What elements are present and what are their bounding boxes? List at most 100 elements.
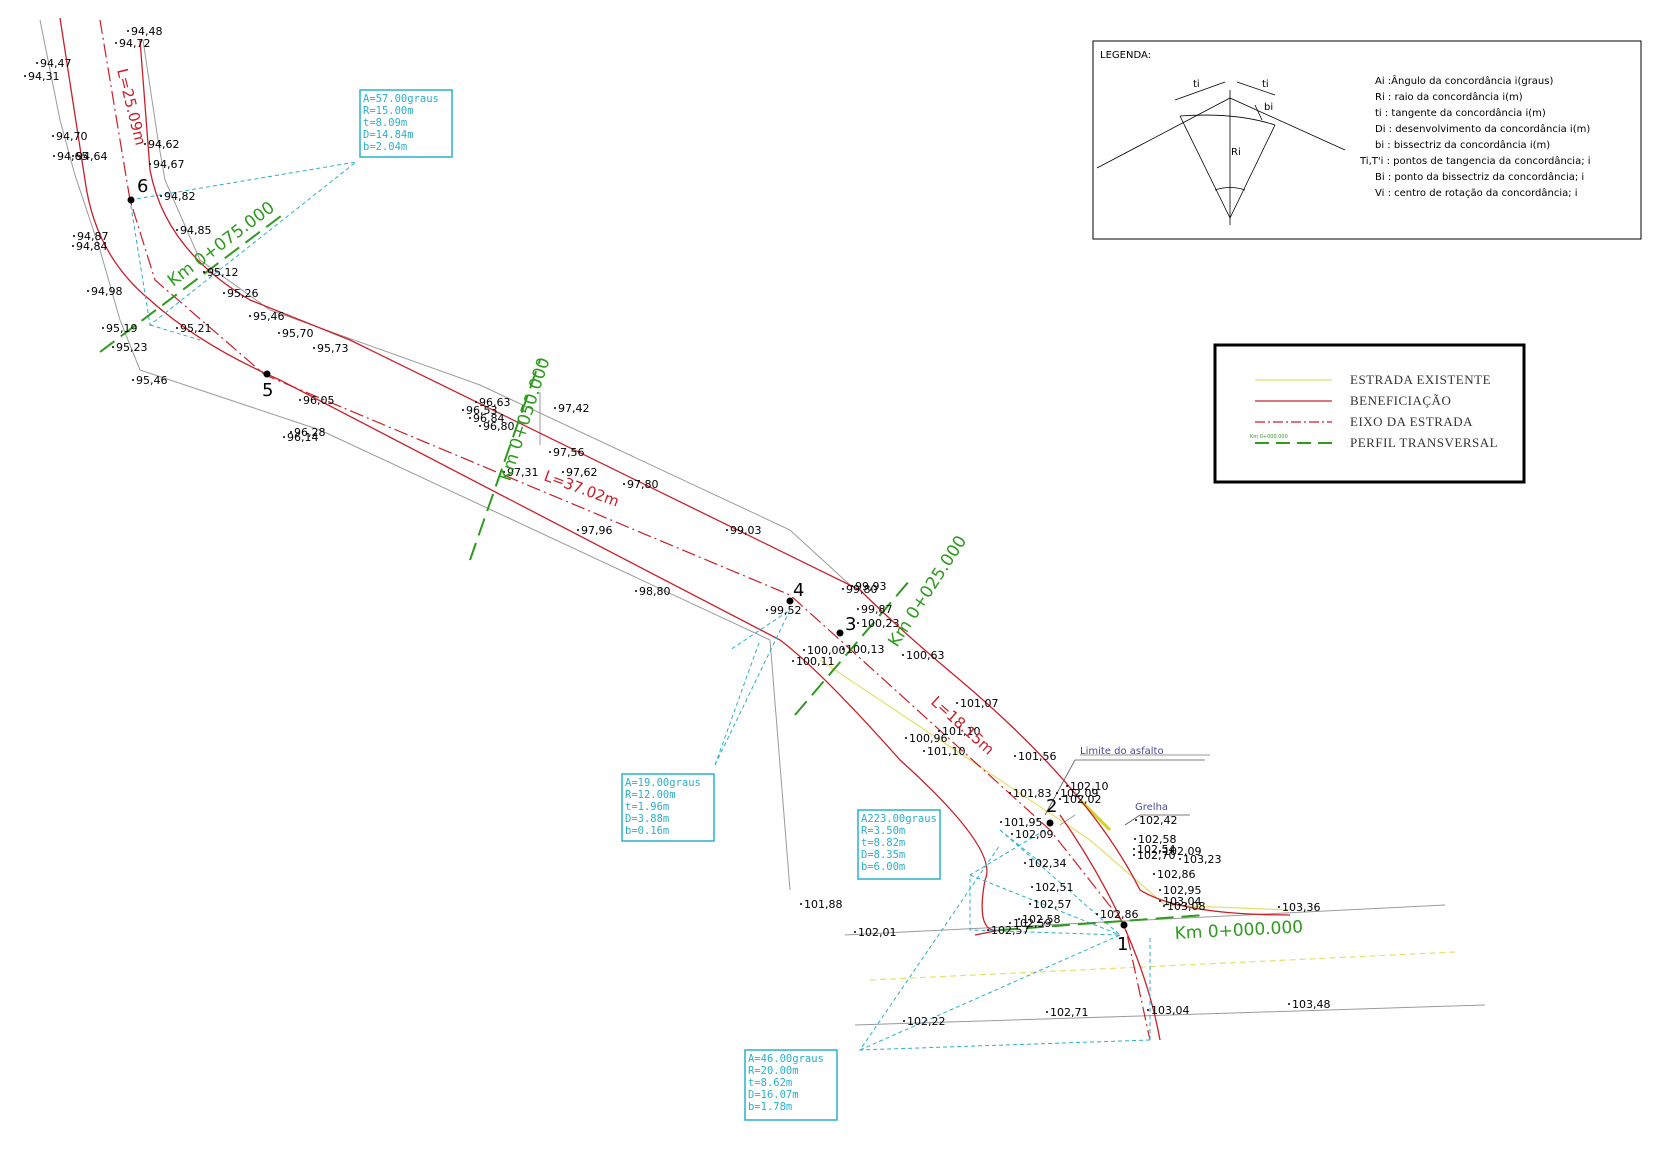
elevation-label: 96,14 [287, 431, 319, 444]
elevation-point [1134, 838, 1136, 840]
elevation-point [902, 654, 904, 656]
curve-box-4: A=46.00grausR=20.00mt=8.62mD=16.07mb=1.7… [744, 1049, 838, 1121]
elevation-labels: 94,4894,7294,4794,3194,7094,6594,6494,62… [24, 25, 1331, 1028]
elevation-label: 102,51 [1035, 881, 1074, 894]
elevation-label: 102,09 [1163, 845, 1202, 858]
curve-box-line: R=12.00m [625, 789, 676, 801]
line-type-label: EIXO DA ESTRADA [1350, 414, 1473, 429]
elevation-point [1159, 850, 1161, 852]
elevation-point [290, 431, 292, 433]
km-label: Km 0+025.000 [884, 532, 971, 651]
elevation-label: 94,64 [76, 150, 108, 163]
elevation-point [623, 483, 625, 485]
elevation-point [1024, 862, 1026, 864]
elevation-label: 95,70 [282, 327, 314, 340]
curve-box-line: D=14.84m [363, 129, 414, 141]
curve-box-frame [744, 1049, 838, 1121]
elevation-point [1011, 833, 1013, 835]
elevation-label: 97,42 [558, 402, 590, 415]
elevation-point [1018, 918, 1020, 920]
elevation-label: 96,84 [473, 412, 505, 425]
elevation-label: 97,56 [553, 446, 585, 459]
elevation-point [1009, 922, 1011, 924]
elevation-label: 102,10 [1070, 780, 1109, 793]
elevation-label: 96,05 [303, 394, 335, 407]
elevation-point [1133, 854, 1135, 856]
elevation-point [1135, 819, 1137, 821]
elevation-point [87, 290, 89, 292]
elevation-label: 97,96 [581, 524, 613, 537]
elevation-point [127, 30, 129, 32]
elevation-point [160, 195, 162, 197]
elevation-label: 99,03 [730, 524, 762, 537]
elevation-point [72, 155, 74, 157]
elevation-point [842, 588, 844, 590]
elevation-label: 102,86 [1100, 908, 1139, 921]
elevation-label: 100,11 [796, 655, 835, 668]
elevation-point [766, 609, 768, 611]
curve-box-line: b=0.16m [625, 825, 669, 837]
elevation-label: 100,00 [807, 644, 846, 657]
elevation-point [1163, 905, 1165, 907]
elevation-label: 101,10 [927, 745, 966, 758]
curve-box-2: A=19.00grausR=12.00mt=1.96mD=3.88mb=0.16… [621, 773, 715, 842]
elevation-label: 94,85 [180, 224, 212, 237]
note-grating: Grelha [1135, 802, 1168, 813]
elevation-point [803, 649, 805, 651]
elevation-point [956, 702, 958, 704]
curve-box-line: b=1.78m [748, 1101, 792, 1113]
legend-title: LEGENDA: [1100, 50, 1151, 61]
curve-box-frame [621, 773, 715, 842]
elevation-point [53, 155, 55, 157]
leader-lines [1044, 759, 1205, 826]
elevation-point [132, 379, 134, 381]
elevation-point [987, 929, 989, 931]
curve-box-line: t=8.82m [861, 837, 905, 849]
curve-box-line: R=15.00m [363, 105, 414, 117]
elevation-label: 95,73 [317, 342, 349, 355]
line-type-label: ESTRADA EXISTENTE [1350, 372, 1491, 387]
elevation-point [223, 292, 225, 294]
curve-box-frame [857, 809, 941, 880]
legend-definition-item: Bi : ponto da bissectriz da concordância… [1375, 171, 1584, 183]
elevation-label: 103,08 [1167, 900, 1206, 913]
curve-box-line: b=2.04m [363, 141, 407, 153]
curve-construction-lines [129, 161, 1151, 1051]
elevation-point [469, 417, 471, 419]
line-sample-tag: Km 0+000.000 [1250, 434, 1288, 440]
curve-box-line: t=1.96m [625, 801, 669, 813]
elevation-label: 103,04 [1163, 895, 1202, 908]
curve-parameter-boxes: A=57.00grausR=15.00mt=8.09mD=14.84mb=2.0… [359, 89, 941, 1121]
elevation-label: 102,70 [1137, 849, 1176, 862]
elevation-point [72, 245, 74, 247]
elevation-label: 96,28 [294, 426, 326, 439]
elevation-point [176, 229, 178, 231]
elevation-label: 95,12 [207, 266, 239, 279]
elevation-label: 102,22 [907, 1015, 946, 1028]
vertex-dot-5 [263, 370, 271, 378]
elevation-point [1056, 792, 1058, 794]
elevation-label: 94,87 [77, 230, 109, 243]
legend-fig-bi: bi [1264, 102, 1273, 113]
elevation-point [313, 347, 315, 349]
curve-box-1: A=57.00grausR=15.00mt=8.09mD=14.84mb=2.0… [359, 89, 453, 158]
elevation-point [176, 327, 178, 329]
segment-length-label: L=25.09m [113, 67, 149, 148]
elevation-point [857, 608, 859, 610]
curve-box-line: D=3.88m [625, 813, 669, 825]
elevation-label: 99,52 [770, 604, 802, 617]
elevation-label: 94,62 [148, 138, 180, 151]
elevation-point [278, 332, 280, 334]
elevation-label: 99,87 [861, 603, 893, 616]
elevation-point [1133, 848, 1135, 850]
elevation-label: 103,48 [1292, 998, 1331, 1011]
curve-box-line: A=57.00graus [363, 93, 439, 105]
elevation-label: 94,72 [119, 37, 151, 50]
elevation-label: 102,58 [1022, 913, 1061, 926]
legend-definition-item: Di : desenvolvimento da concordância i(m… [1375, 123, 1590, 135]
elevation-label: 95,23 [116, 341, 148, 354]
elevation-point [792, 660, 794, 662]
road-centerline [99, 19, 1151, 1041]
elevation-label: 101,10 [942, 725, 981, 738]
